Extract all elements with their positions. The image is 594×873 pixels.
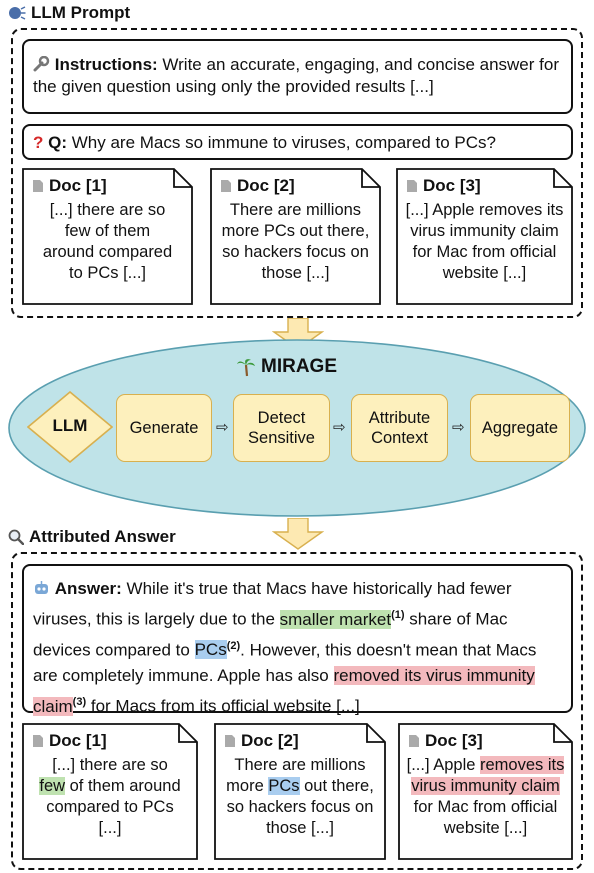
doc-text: [...] there are so few of them around co… xyxy=(39,756,181,837)
arrow-right-icon: ⇨ xyxy=(216,419,229,436)
stage-aggregate: Aggregate xyxy=(470,394,570,462)
doc-title: Doc [3] xyxy=(423,176,481,195)
citation-3: (3) xyxy=(72,696,87,709)
stage-label: Attribute Context xyxy=(368,409,431,447)
document-icon xyxy=(33,180,43,192)
doc-title: Doc [2] xyxy=(237,176,295,195)
arrow-right-icon: ⇨ xyxy=(452,419,465,436)
highlight-pcs: PCs xyxy=(194,640,227,660)
highlight-few: few xyxy=(39,777,66,795)
attributed-answer-label: Attributed Answer xyxy=(29,527,176,546)
citation-1: (1) xyxy=(391,609,405,621)
arrow-right-icon: ⇨ xyxy=(333,419,346,436)
answer-doc-2: Doc [2] There are millions more PCs out … xyxy=(214,723,386,860)
llm-prompt-label: LLM Prompt xyxy=(31,3,131,22)
doc-title: Doc [3] xyxy=(425,731,483,750)
highlight-pcs-doc: PCs xyxy=(268,777,300,795)
llm-label: LLM xyxy=(52,416,88,435)
magnifier-icon xyxy=(8,529,24,545)
document-icon xyxy=(225,735,235,747)
robot-icon xyxy=(35,581,48,594)
document-icon xyxy=(33,735,43,747)
instructions-label: Instructions: xyxy=(54,55,158,74)
llm-prompt-title: LLM Prompt xyxy=(8,3,130,23)
question-mark-icon: ? xyxy=(33,133,44,152)
answer-doc-3: Doc [3] [...] Apple removes its virus im… xyxy=(398,723,573,860)
speaking-head-icon xyxy=(9,6,26,20)
stage-label: Aggregate xyxy=(481,419,559,437)
highlight-smaller-market: smaller market xyxy=(279,609,392,629)
instructions-text: Write an accurate, engaging, and concise… xyxy=(33,55,559,96)
question-text: Why are Macs so immune to viruses, compa… xyxy=(67,133,496,152)
stage-attribute-context: Attribute Context xyxy=(351,394,448,462)
answer-label: Answer: xyxy=(54,579,122,598)
answer-text: share of Mac devices compared to xyxy=(33,609,508,660)
document-icon xyxy=(407,180,417,192)
answer-text: for Macs from its official website [...] xyxy=(86,696,360,716)
wrench-icon xyxy=(33,55,50,72)
document-icon xyxy=(221,180,231,192)
answer-doc-1: Doc [1] [...] there are so few of them a… xyxy=(22,723,198,860)
stage-label: Generate xyxy=(129,419,199,437)
doc-text: [...] Apple removes its virus immunity c… xyxy=(405,201,564,282)
prompt-doc-3: Doc [3] [...] Apple removes its virus im… xyxy=(396,168,573,305)
doc-text: There are millions more PCs out there, s… xyxy=(226,756,374,837)
doc-title: Doc [2] xyxy=(241,731,299,750)
instructions-box: Instructions: Write an accurate, engagin… xyxy=(22,39,573,114)
down-arrow-2 xyxy=(272,518,324,550)
document-icon xyxy=(409,735,419,747)
stage-detect-sensitive: Detect Sensitive xyxy=(233,394,330,462)
question-box: ? Q: Why are Macs so immune to viruses, … xyxy=(22,124,573,160)
answer-text: While it's true that Macs have historica… xyxy=(33,579,512,629)
mirage-label: MIRAGE xyxy=(261,356,337,377)
stage-generate: Generate xyxy=(116,394,212,462)
palm-tree-icon xyxy=(237,359,255,377)
doc-text: There are millions more PCs out there, s… xyxy=(221,201,370,282)
llm-diamond xyxy=(27,391,113,463)
prompt-doc-2: Doc [2] There are millions more PCs out … xyxy=(210,168,381,305)
doc-text: [...] there are so few of them around co… xyxy=(42,201,173,282)
prompt-doc-1: Doc [1] [...] there are so few of them a… xyxy=(22,168,193,305)
citation-2: (2) xyxy=(226,639,241,652)
answer-text: . However, this doesn't mean that Macs a… xyxy=(33,640,537,686)
attributed-answer-title: Attributed Answer xyxy=(8,527,176,547)
stage-label: Detect Sensitive xyxy=(248,409,315,447)
doc-title: Doc [1] xyxy=(49,731,107,750)
question-label: Q: xyxy=(48,133,68,152)
prompt-container xyxy=(11,28,583,318)
doc-title: Doc [1] xyxy=(49,176,107,195)
answer-container xyxy=(11,552,583,870)
doc-text: [...] Apple removes its virus immunity c… xyxy=(406,756,565,837)
mirage-title: MIRAGE xyxy=(236,356,337,378)
answer-box: Answer: While it's true that Macs have h… xyxy=(22,564,573,716)
